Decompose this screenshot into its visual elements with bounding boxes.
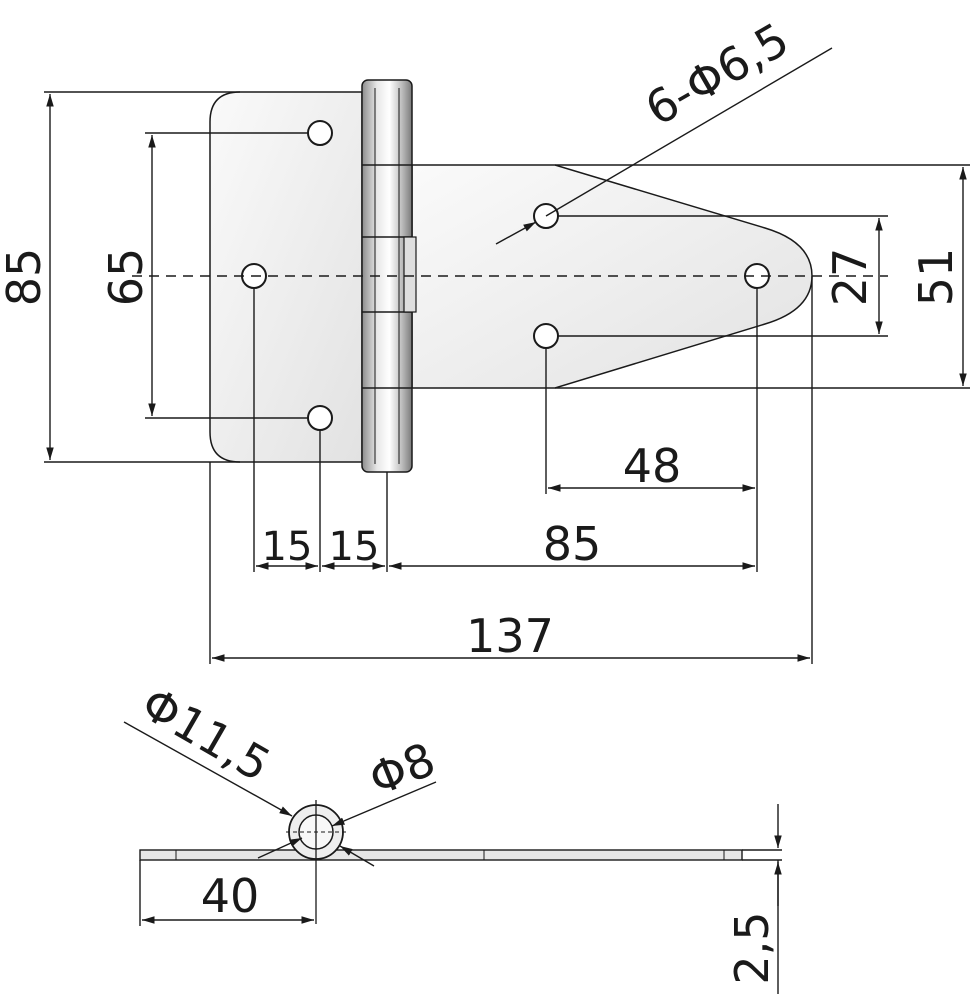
side-dimension-lines	[123, 721, 782, 994]
hole-top-left	[307, 120, 333, 146]
hinge-top-view	[132, 79, 888, 473]
side-leaf	[139, 849, 743, 861]
dim-knuckle-outer-dia: Φ11,5	[132, 676, 279, 792]
hole-bottom-strap	[533, 323, 559, 349]
dim-offset-left-1: 15	[262, 524, 313, 570]
left-leaf	[209, 91, 363, 463]
dimension-lines	[44, 47, 970, 664]
dim-strap-hole-spacing: 48	[623, 439, 682, 493]
dim-overall-height: 85	[0, 248, 51, 307]
dim-overall-length: 137	[466, 609, 554, 663]
dim-span-to-end-hole: 85	[543, 517, 602, 571]
dim-pin-dia: Φ8	[362, 732, 443, 807]
dim-offset-left-2: 15	[329, 524, 380, 570]
dim-strap-width: 51	[909, 248, 963, 307]
knuckle-barrel	[361, 79, 417, 473]
dim-hole-spacing-left: 65	[99, 248, 153, 307]
dim-leaf-width-section: 40	[201, 869, 260, 923]
dim-hole-spacing-right: 27	[823, 248, 877, 307]
hole-bottom-left	[307, 405, 333, 431]
hinge-side-view	[139, 800, 743, 924]
dim-hole-note: 6-Φ6,5	[636, 12, 797, 136]
dim-thickness: 2,5	[725, 911, 779, 984]
